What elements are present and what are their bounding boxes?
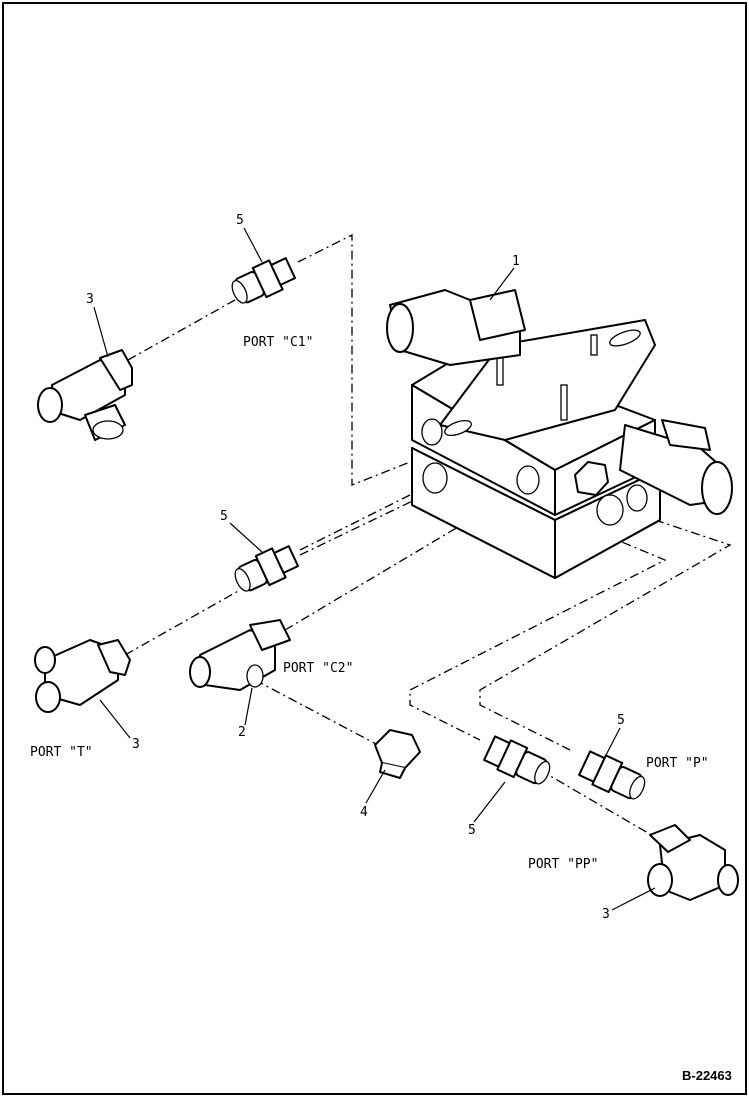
- line-c1: [127, 233, 416, 486]
- port-c2-label: PORT "C2": [283, 661, 353, 676]
- line-p: [479, 519, 732, 751]
- line-t: [124, 494, 426, 656]
- callout-5-c1: 5: [236, 213, 244, 228]
- elbow-fitting-icon: [189, 619, 291, 691]
- callout-4: 4: [360, 805, 368, 820]
- straight-connector-icon: [483, 735, 551, 785]
- tee-fitting-icon: [647, 824, 739, 901]
- callout-3-pp: 3: [602, 907, 610, 922]
- callout-3-t: 3: [132, 737, 140, 752]
- leader-lines: [93, 227, 656, 911]
- valve-block-icon: [386, 289, 733, 579]
- port-t-label: PORT "T": [30, 745, 93, 760]
- line-cap: [254, 679, 379, 746]
- callout-5-c2: 5: [220, 509, 228, 524]
- port-p-label: PORT "P": [646, 756, 709, 771]
- callout-3-c1: 3: [86, 292, 94, 307]
- straight-connector-icon: [234, 545, 300, 592]
- straight-connector-icon: [231, 257, 297, 304]
- hex-cap-icon: [374, 729, 421, 779]
- port-pp-label: PORT "PP": [528, 857, 598, 872]
- port-c1-label: PORT "C1": [243, 335, 313, 350]
- drawing-number: B-22463: [682, 1068, 732, 1083]
- tee-fitting-icon: [37, 349, 133, 441]
- straight-connector-icon: [578, 750, 646, 800]
- callout-1: 1: [512, 254, 520, 269]
- callout-5-p: 5: [617, 713, 625, 728]
- tee-fitting-icon: [34, 639, 131, 713]
- line-pp: [409, 534, 667, 841]
- callout-5-pp: 5: [468, 823, 476, 838]
- callout-2: 2: [238, 725, 246, 740]
